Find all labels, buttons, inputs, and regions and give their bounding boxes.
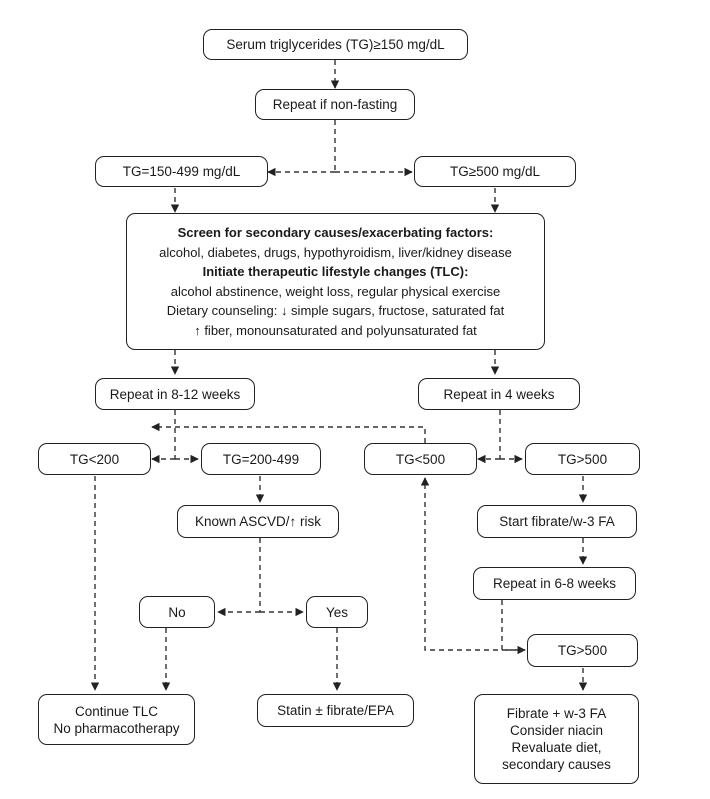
repeat-8-12-weeks-node: Repeat in 8-12 weeks	[95, 378, 255, 410]
tg-ge-500-node: TG≥500 mg/dL	[414, 156, 576, 187]
yes-node: Yes	[306, 596, 368, 628]
fibrate-w3-label: Fibrate + w-3 FA	[506, 706, 607, 721]
repeat-4-weeks-label: Repeat in 4 weeks	[443, 386, 555, 402]
tg-200-499-node: TG=200-499	[201, 443, 321, 475]
tlc-lifestyle-text: alcohol abstinence, weight loss, regular…	[170, 283, 501, 299]
tg-ge-500-label: TG≥500 mg/dL	[450, 164, 540, 179]
tg-150-499-label: TG=150-499 mg/dL	[122, 164, 241, 179]
tg-gt-500-recheck-node: TG>500	[527, 634, 638, 667]
fibrate-final-node: Fibrate + w-3 FA Consider niacin Revalua…	[474, 694, 639, 784]
no-node: No	[139, 596, 215, 628]
start-fibrate-label: Start fibrate/w-3 FA	[499, 514, 615, 529]
statin-node: Statin ± fibrate/EPA	[257, 694, 414, 727]
tg-150-499-node: TG=150-499 mg/dL	[95, 156, 268, 187]
continue-tlc-node: Continue TLC No pharmacotherapy	[38, 694, 195, 745]
repeat-6-8-weeks-node: Repeat in 6-8 weeks	[473, 567, 636, 600]
repeat-4-weeks-node: Repeat in 4 weeks	[418, 378, 580, 410]
dietary-counseling-text: Dietary counseling: ↓ simple sugars, fru…	[166, 303, 505, 318]
fiber-fat-text: ↑ fiber, monounsaturated and polyunsatur…	[194, 322, 477, 338]
tg-gt-500-recheck-label: TG>500	[557, 643, 608, 658]
no-label: No	[168, 604, 186, 620]
repeat-non-fasting-label: Repeat if non-fasting	[272, 97, 398, 112]
secondary-causes-label: secondary causes	[502, 757, 611, 772]
yes-label: Yes	[325, 604, 349, 620]
tg-gt-500-node: TG>500	[525, 443, 640, 475]
screen-tlc-node: Screen for secondary causes/exacerbating…	[126, 213, 545, 350]
tg-lt-500-node: TG<500	[364, 443, 477, 475]
arrow-tg-lt-500-loop	[151, 422, 426, 443]
serum-tg-label: Serum triglycerides (TG)≥150 mg/dL	[226, 37, 445, 52]
tg-lt-200-label: TG<200	[69, 451, 120, 467]
repeat-non-fasting-node: Repeat if non-fasting	[255, 89, 415, 120]
revaluate-diet-label: Revaluate diet,	[511, 740, 602, 755]
screen-causes-text: alcohol, diabetes, drugs, hypothyroidism…	[159, 244, 512, 260]
arrow-tg-gt-500-b-loop-to-tg-lt-500	[420, 477, 525, 651]
consider-niacin-label: Consider niacin	[509, 723, 604, 738]
known-ascvd-risk-label: Known ASCVD/↑ risk	[194, 514, 322, 529]
screen-heading: Screen for secondary causes/exacerbating…	[177, 225, 494, 240]
continue-tlc-label: Continue TLC	[74, 703, 159, 719]
no-pharmacotherapy-label: No pharmacotherapy	[53, 720, 180, 736]
arrow-repeat-6-8-to-tg-gt-500	[501, 600, 526, 655]
known-ascvd-risk-node: Known ASCVD/↑ risk	[177, 505, 339, 538]
repeat-6-8-weeks-label: Repeat in 6-8 weeks	[492, 576, 617, 591]
tg-200-499-label: TG=200-499	[222, 451, 300, 467]
serum-tg-node: Serum triglycerides (TG)≥150 mg/dL	[203, 29, 468, 60]
repeat-8-12-weeks-label: Repeat in 8-12 weeks	[109, 386, 241, 402]
tlc-heading: Initiate therapeutic lifestyle changes (…	[202, 264, 469, 279]
statin-label: Statin ± fibrate/EPA	[277, 703, 394, 718]
start-fibrate-node: Start fibrate/w-3 FA	[477, 505, 637, 538]
tg-lt-500-label: TG<500	[395, 451, 446, 467]
tg-lt-200-node: TG<200	[38, 443, 151, 475]
tg-gt-500-label: TG>500	[557, 451, 608, 467]
